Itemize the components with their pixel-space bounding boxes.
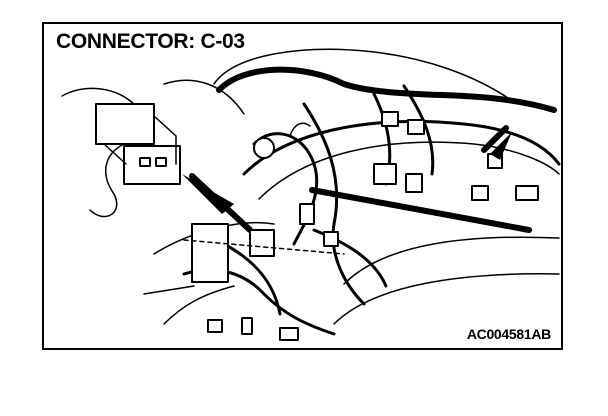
- fuse-box: [191, 223, 229, 283]
- relay-inset: [61, 79, 245, 218]
- figure-code: AC004581AB: [466, 326, 551, 342]
- relay-block-lower: [123, 145, 181, 185]
- engine-compartment-illustration: [61, 48, 561, 341]
- arrow-right-connector: [490, 132, 512, 160]
- arrow-to-connector: [182, 173, 253, 233]
- grommet: [253, 137, 275, 159]
- connector-c-03: [249, 229, 275, 257]
- body-curves: [153, 48, 561, 325]
- dashed-line: [143, 239, 345, 295]
- connectors: [191, 111, 539, 341]
- wiring-harness: [182, 66, 557, 336]
- diagram-title: CONNECTOR: C-03: [56, 30, 245, 53]
- relay-block-upper: [95, 103, 155, 145]
- diagram-frame: CONNECTOR: C-03 AC004581AB: [42, 22, 563, 350]
